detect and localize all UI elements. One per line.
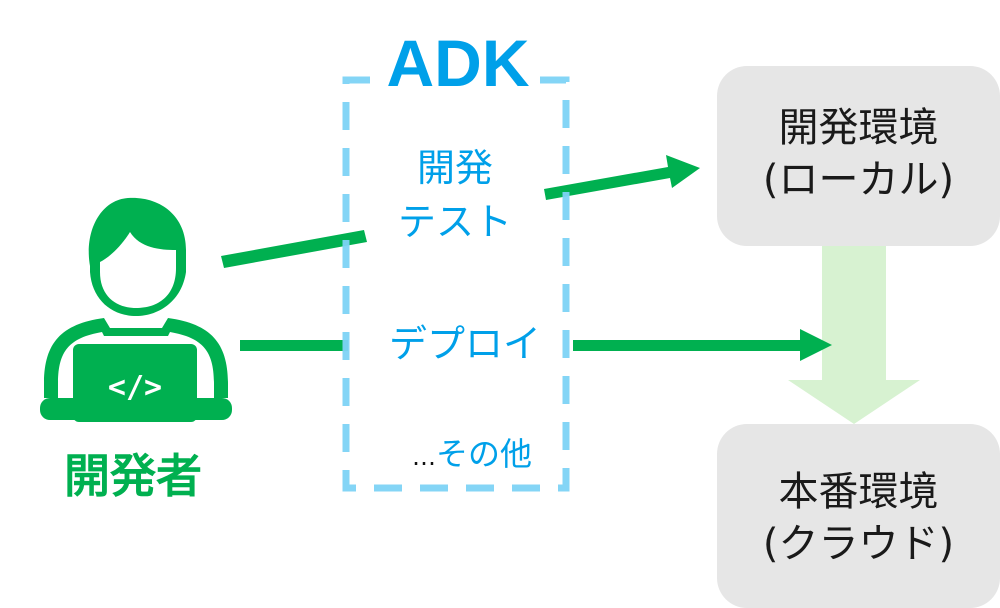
- code-glyph: </>: [108, 370, 162, 405]
- local-environment-text: 開発環境 (ローカル): [717, 102, 1000, 206]
- local-environment-box: 開発環境 (ローカル): [717, 66, 1000, 246]
- cloud-environment-title: 本番環境: [778, 469, 939, 515]
- feature-other-label: …その他: [412, 434, 532, 477]
- promote-arrow: [788, 246, 920, 424]
- feature-deploy-label: デプロイ: [388, 322, 541, 366]
- local-environment-title: 開発環境: [778, 105, 939, 151]
- developer-label: 開発者: [64, 449, 202, 503]
- ellipsis: …: [412, 443, 436, 471]
- other-text: その他: [436, 435, 533, 473]
- deploy-arrow: [240, 329, 832, 361]
- feature-test-label: テスト: [397, 200, 512, 244]
- cloud-environment-text: 本番環境 (クラウド): [717, 466, 1000, 570]
- adk-title: ADK: [386, 26, 530, 100]
- local-environment-subtitle: (ローカル): [762, 157, 955, 203]
- adk-dashed-frame: [342, 76, 570, 492]
- cloud-environment-subtitle: (クラウド): [762, 521, 955, 567]
- feature-develop-label: 開発: [416, 146, 493, 190]
- developer-icon: </>: [40, 197, 232, 422]
- cloud-environment-box: 本番環境 (クラウド): [717, 424, 1000, 608]
- dev-test-arrow: [221, 155, 700, 268]
